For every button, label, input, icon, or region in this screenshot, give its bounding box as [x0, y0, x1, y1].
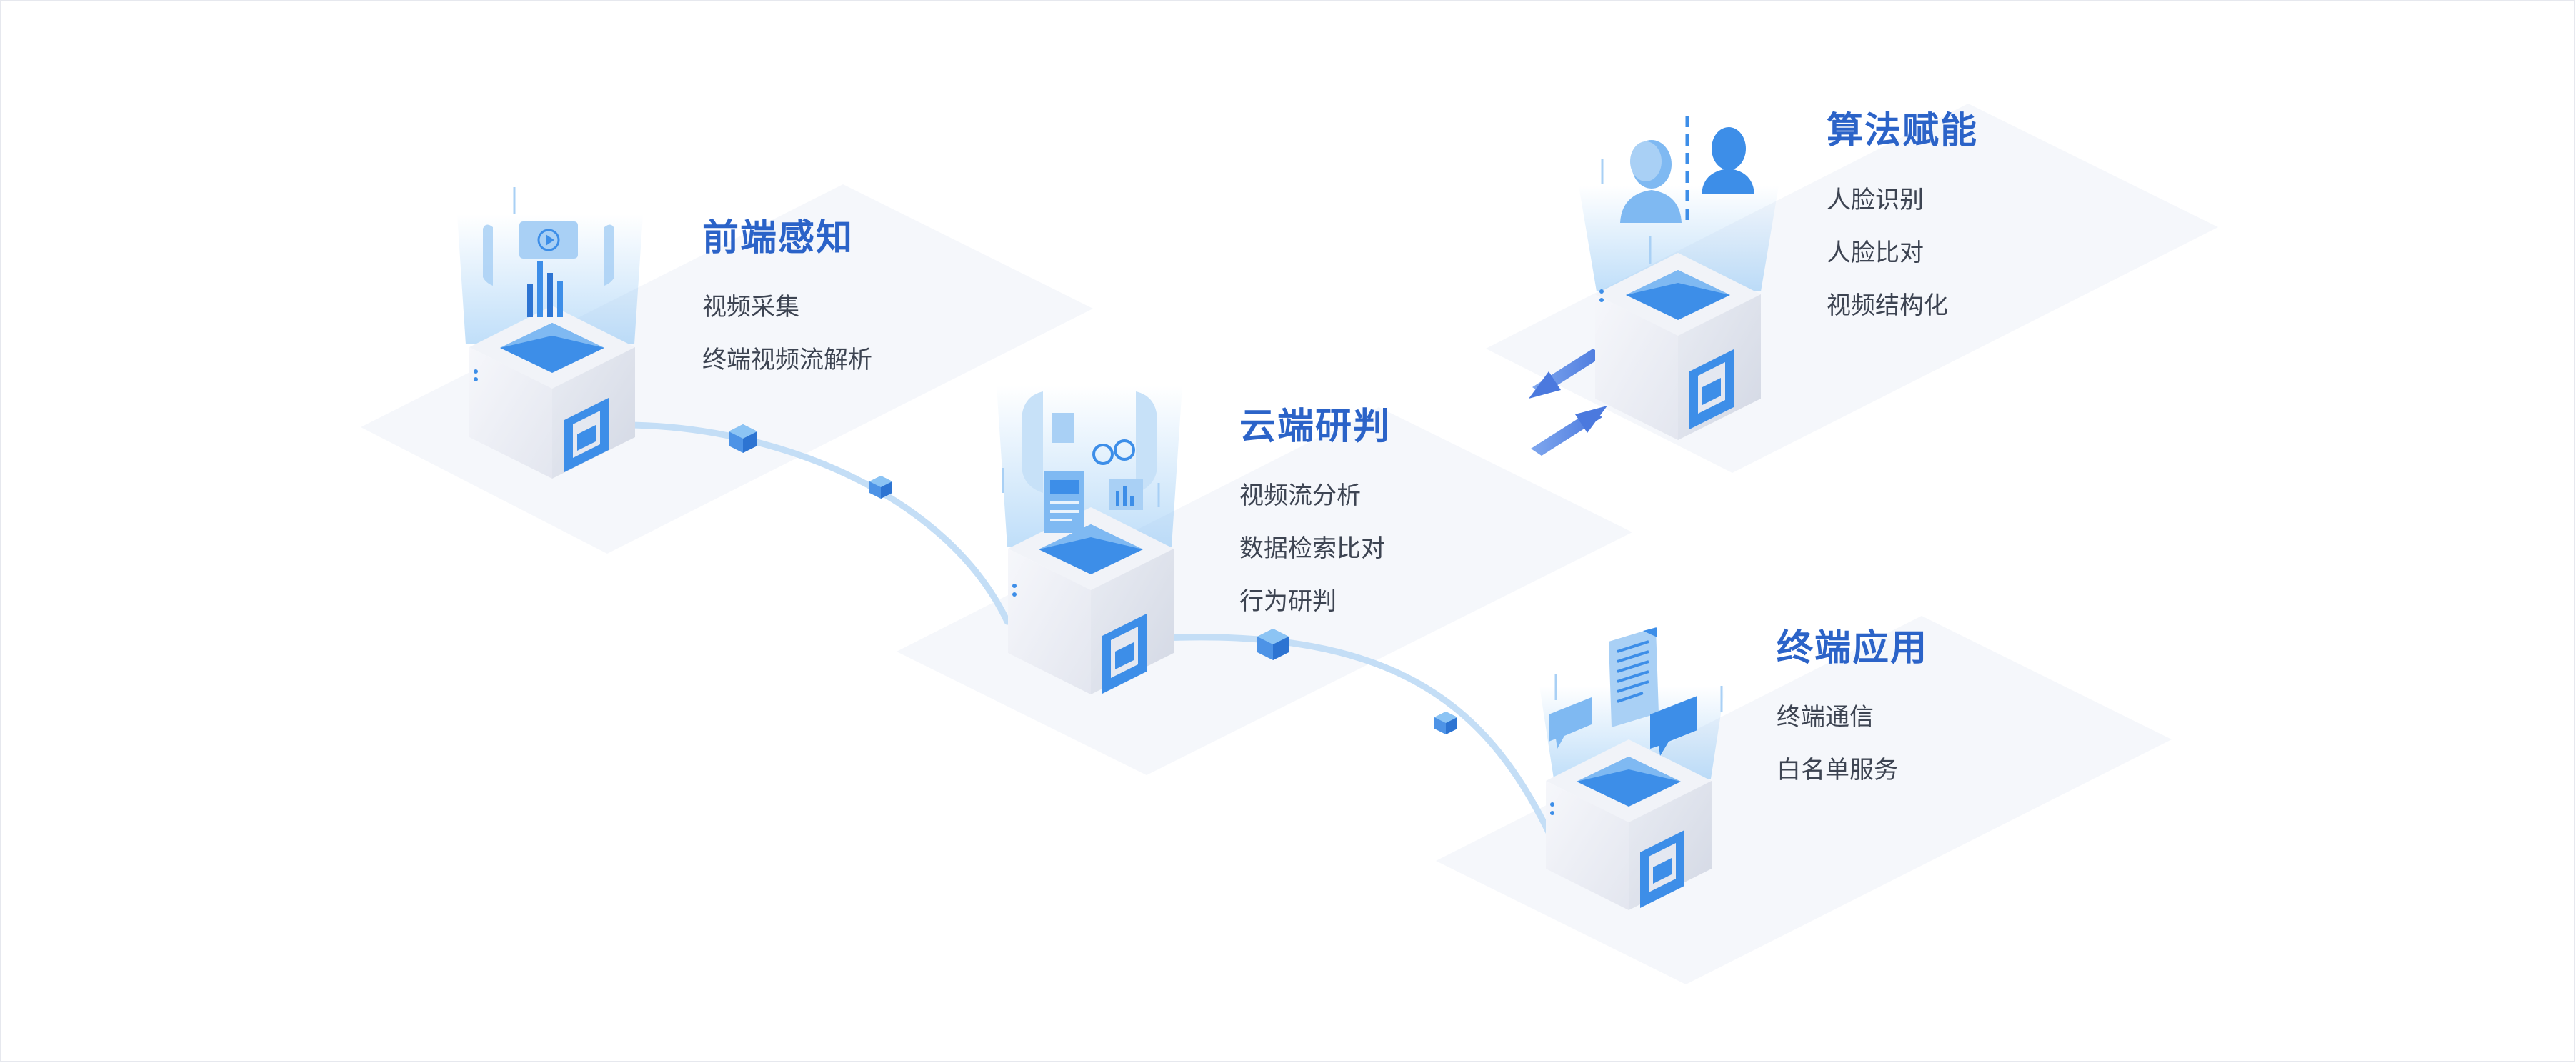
module-items: 视频采集 终端视频流解析: [702, 281, 872, 386]
server-box-front-end: [457, 187, 643, 479]
double-arrow-icon: [1529, 349, 1607, 456]
data-packet-icon: [1434, 712, 1457, 734]
data-packet-icon: [869, 476, 892, 499]
module-item: 视频结构化: [1827, 291, 1948, 320]
connector-cloud-to-terminal: [1161, 634, 1552, 836]
server-box-terminal: [1539, 627, 1725, 910]
module-item: 白名单服务: [1777, 756, 1898, 784]
module-algorithm: 算法赋能 人脸识别 人脸比对 视频结构化: [1827, 113, 1978, 332]
module-item: 视频流分析: [1239, 481, 1361, 510]
module-item: 数据检索比对: [1239, 534, 1385, 563]
module-terminal: 终端应用 终端通信 白名单服务: [1777, 630, 1928, 797]
module-front-end: 前端感知 视频采集 终端视频流解析: [702, 220, 872, 386]
connector-front-to-cloud: [625, 421, 1011, 625]
module-item: 视频采集: [702, 293, 799, 321]
data-packets: [729, 424, 1457, 734]
server-box-cloud: [997, 386, 1182, 694]
module-item: 人脸识别: [1827, 186, 1924, 214]
face-recognition-icon: [1601, 116, 1754, 264]
connectors: [625, 421, 1552, 836]
module-item: 行为研判: [1239, 587, 1337, 616]
data-packet-icon: [1257, 629, 1289, 660]
module-items: 视频流分析 数据检索比对 行为研判: [1239, 469, 1391, 628]
module-item: 终端通信: [1777, 703, 1874, 732]
data-packet-icon: [729, 424, 757, 453]
module-title: 云端研判: [1239, 406, 1392, 448]
monitor-chart-icon: [483, 187, 614, 317]
server-box-algorithm: [1579, 116, 1779, 440]
module-cloud: 云端研判 视频流分析 数据检索比对 行为研判: [1239, 409, 1391, 628]
module-item: 人脸比对: [1827, 239, 1924, 267]
module-title: 前端感知: [702, 217, 854, 259]
module-title: 终端应用: [1777, 627, 1929, 669]
module-title: 算法赋能: [1827, 110, 1979, 152]
module-items: 人脸识别 人脸比对 视频结构化: [1827, 174, 1978, 332]
module-items: 终端通信 白名单服务: [1777, 691, 1928, 797]
dashboard-icon: [1002, 391, 1160, 533]
chat-document-icon: [1549, 627, 1723, 756]
module-item: 终端视频流解析: [702, 346, 872, 374]
